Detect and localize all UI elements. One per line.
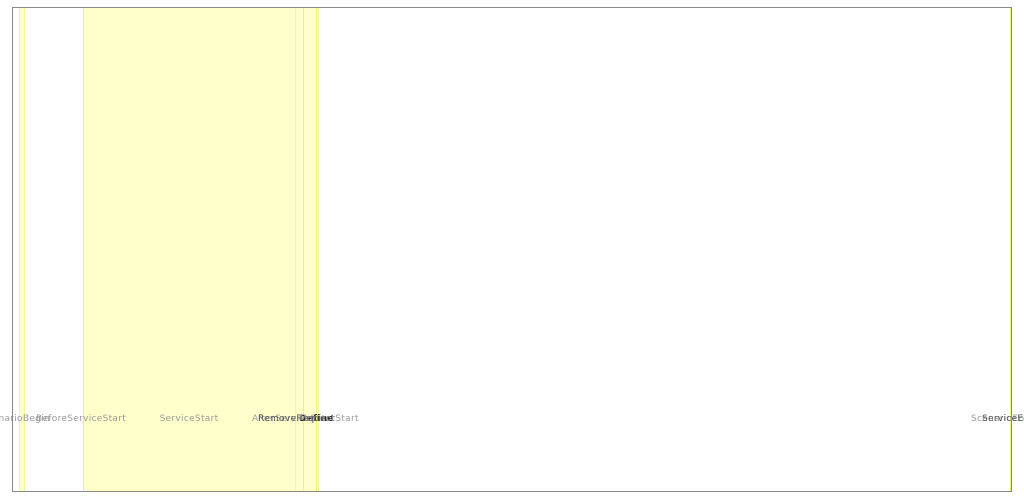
phase-band-scenario-begin [19, 8, 25, 491]
label-remove-request: RemoveRequest [258, 414, 335, 424]
phase-band-service-edge-left [83, 8, 84, 491]
timeline-frame [12, 7, 1012, 492]
phase-band-remove-edge [303, 8, 304, 491]
label-service-end: ServiceEnd [982, 414, 1024, 424]
phase-band-define-edge [316, 8, 317, 491]
phase-band-after-service [295, 8, 319, 491]
label-service-start: ServiceStart [159, 414, 219, 424]
label-monitor-start: MonitorStart [299, 414, 359, 424]
label-after-service-start: AfterServiceStart [252, 414, 334, 424]
label-define: Define [299, 414, 334, 424]
label-scenario-begin: ScenarioBegin [0, 414, 50, 424]
label-scenario-end: ScenarioEnd [971, 414, 1024, 424]
phase-band-service [83, 8, 295, 491]
phase-band-end-edge [1010, 8, 1011, 491]
label-before-service-start: BeforeServiceStart [36, 414, 127, 424]
